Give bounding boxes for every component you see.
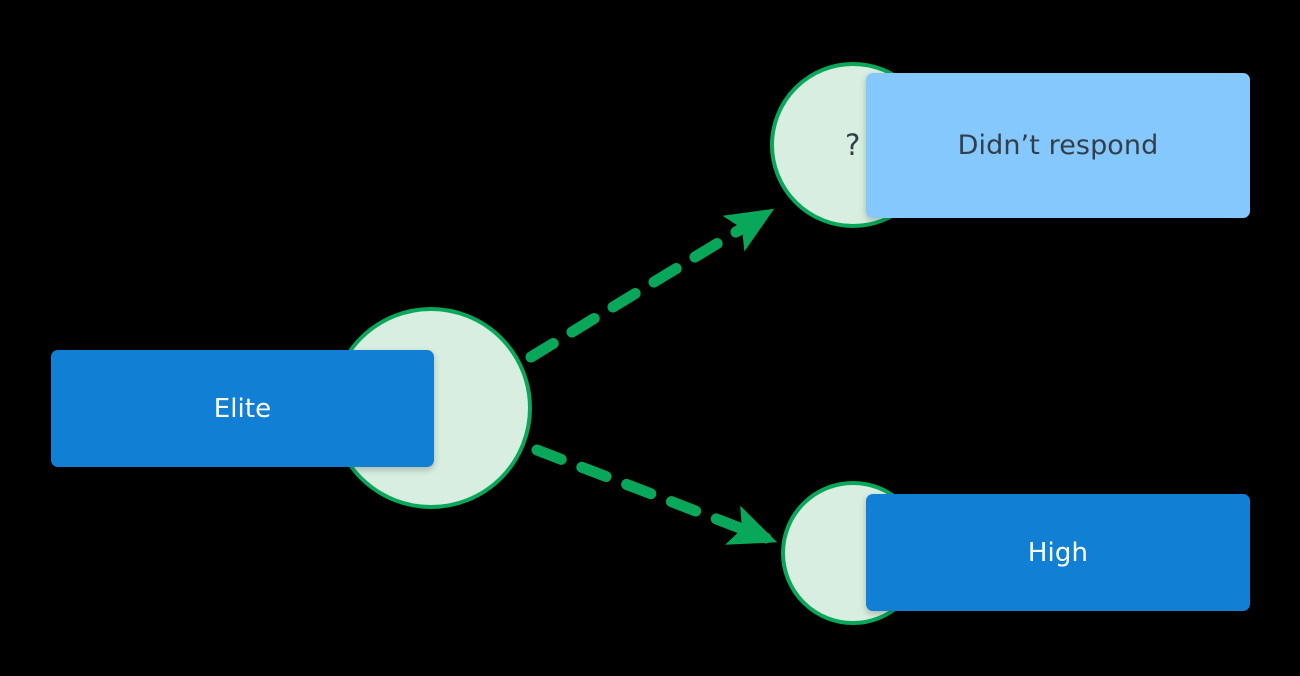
node-didnt-respond-chip[interactable]: Didn’t respond [866, 73, 1250, 218]
node-high-chip[interactable]: High [866, 494, 1250, 611]
node-elite-label: Elite [213, 393, 272, 424]
edge-elite-to-high [531, 444, 778, 545]
edge-elite-to-didnt-respond [525, 208, 775, 363]
node-high-label: High [1027, 537, 1089, 568]
node-didnt-respond-marker: ? [845, 128, 861, 162]
node-didnt-respond-label: Didn’t respond [957, 130, 1159, 161]
node-elite-chip[interactable]: Elite [51, 350, 434, 467]
